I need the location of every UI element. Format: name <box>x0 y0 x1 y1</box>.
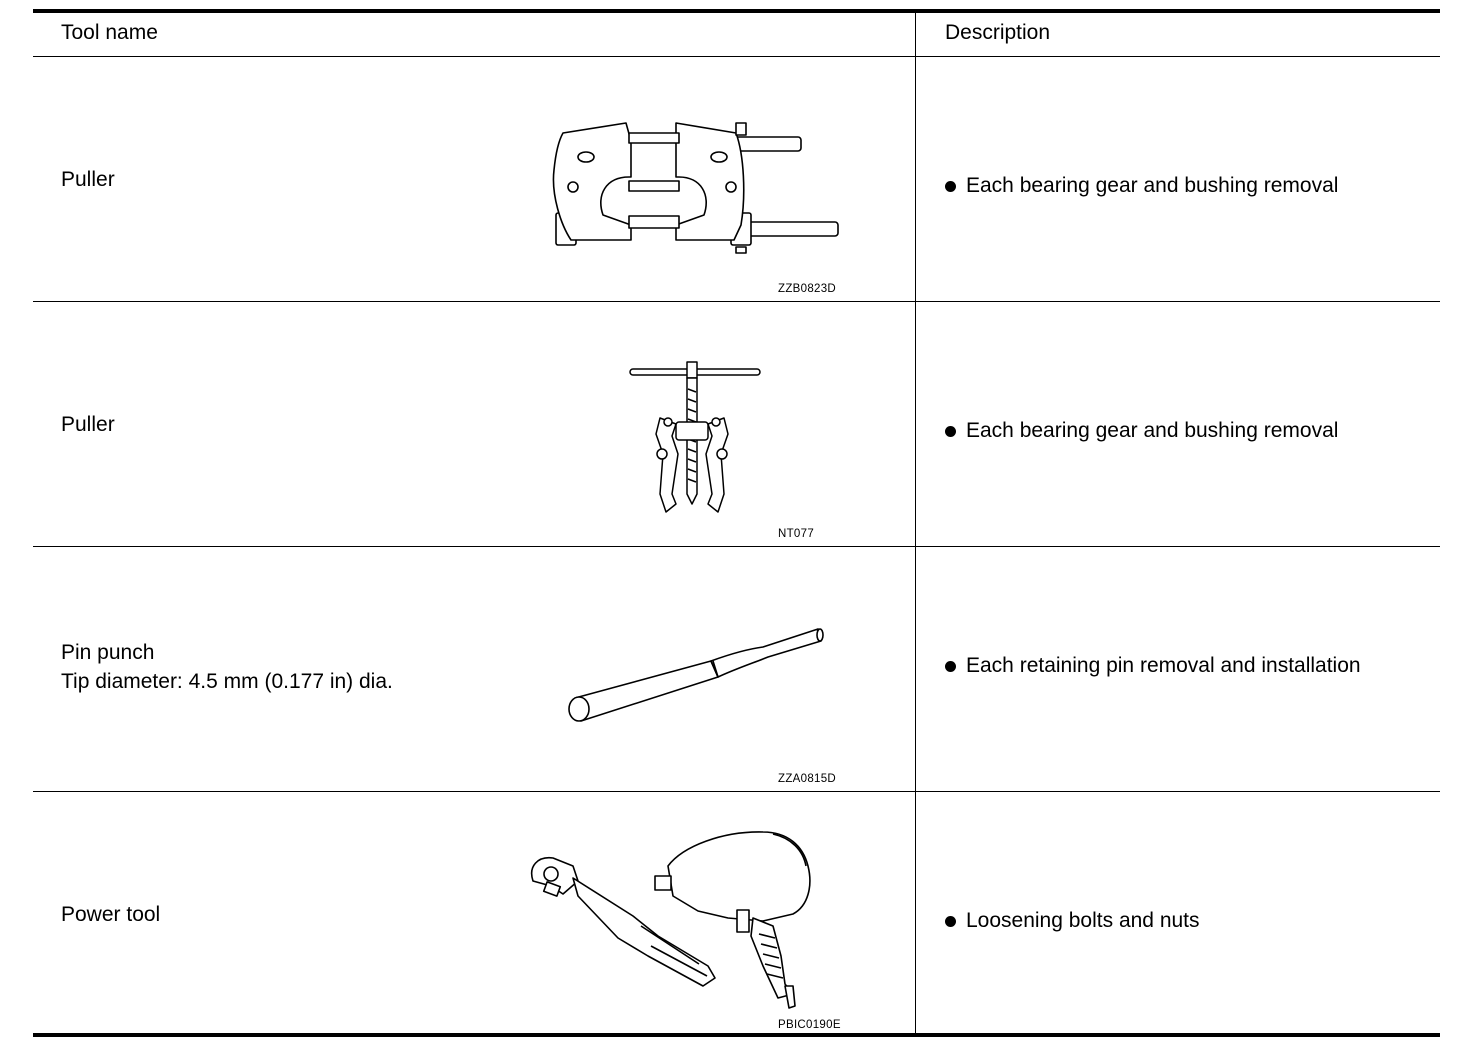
tool-name-line: Power tool <box>61 903 161 926</box>
column-divider <box>915 13 916 1033</box>
description-text: Each bearing gear and bushing removal <box>966 419 1339 442</box>
figure-code: ZZB0823D <box>778 283 837 295</box>
table-header: Tool name Description <box>33 13 1440 57</box>
bullet-icon <box>945 425 956 437</box>
description-text: Loosening bolts and nuts <box>966 909 1200 932</box>
header-description: Description <box>945 21 1051 44</box>
table-row: Puller NT077 Each bearing gear and bushi… <box>33 302 1440 547</box>
figure-code: PBIC0190E <box>778 1019 841 1031</box>
pin-punch-icon <box>563 623 828 723</box>
tool-description: Loosening bolts and nuts <box>945 909 1200 933</box>
tool-name-line: Puller <box>61 168 115 191</box>
tool-name-line: Pin punch <box>61 641 155 664</box>
special-service-tools-table: Tool name Description Puller ZZB0823D <box>33 9 1440 1037</box>
bullet-icon <box>945 660 956 672</box>
tool-spec-line: Tip diameter: 4.5 mm (0.177 in) dia. <box>61 670 393 693</box>
tool-description: Each retaining pin removal and installat… <box>945 654 1361 678</box>
figure-code: ZZA0815D <box>778 773 837 785</box>
tool-name: Power tool <box>61 900 160 929</box>
bullet-icon <box>945 180 956 192</box>
tool-description: Each bearing gear and bushing removal <box>945 174 1338 198</box>
header-tool-name: Tool name <box>61 21 158 44</box>
table-row: Puller ZZB0823D Each bearing gear and bu… <box>33 57 1440 302</box>
tool-description: Each bearing gear and bushing removal <box>945 419 1338 443</box>
table-row: Power tool PBIC0190E Loosening bolts and… <box>33 792 1440 1031</box>
power-tool-icon <box>523 826 833 1011</box>
tool-name: Puller <box>61 410 115 439</box>
description-text: Each retaining pin removal and installat… <box>966 654 1361 677</box>
tool-name: Puller <box>61 165 115 194</box>
tool-name-line: Puller <box>61 413 115 436</box>
table-row: Pin punch Tip diameter: 4.5 mm (0.177 in… <box>33 547 1440 792</box>
figure-code: NT077 <box>778 528 815 540</box>
bullet-icon <box>945 915 956 927</box>
jaw-puller-icon <box>628 354 768 514</box>
tool-name: Pin punch Tip diameter: 4.5 mm (0.177 in… <box>61 638 393 696</box>
bearing-separator-puller-icon <box>551 115 841 255</box>
description-text: Each bearing gear and bushing removal <box>966 174 1339 197</box>
